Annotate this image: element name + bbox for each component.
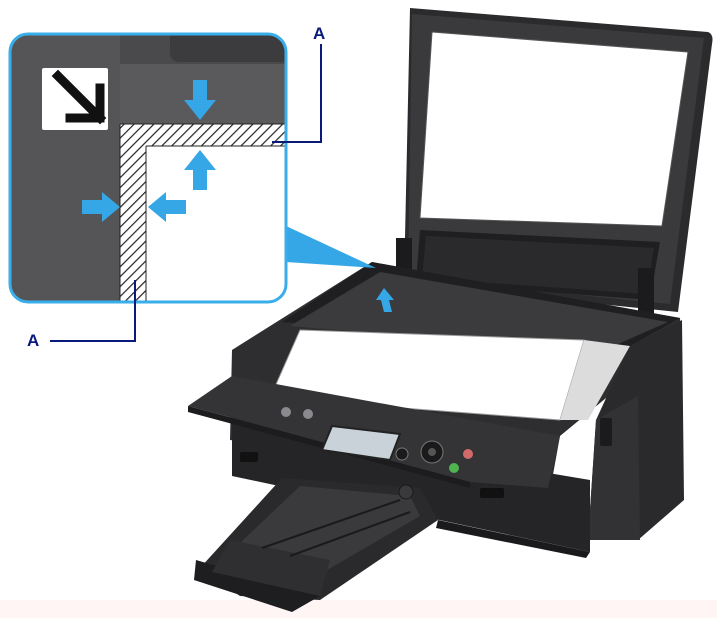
paper-area <box>146 146 286 302</box>
scanner-lid <box>396 8 713 318</box>
blue-arrow-icon <box>148 192 186 222</box>
stop-button-icon <box>463 449 473 459</box>
output-tray <box>194 478 590 612</box>
bottom-band <box>0 600 717 618</box>
magnified-callout <box>8 32 288 304</box>
printer-body <box>230 262 684 552</box>
label-a-top-leader <box>272 44 322 143</box>
start-button-icon <box>449 463 459 473</box>
label-a-bottom-leader <box>50 280 136 342</box>
printer-illustration <box>188 8 713 612</box>
label-a-bottom: A <box>27 331 40 350</box>
diagonal-arrow-icon <box>42 68 108 130</box>
callout-pointer <box>286 226 376 268</box>
callout-border <box>8 32 288 304</box>
glass-corner-arrow-icon <box>376 288 394 312</box>
home-button-icon <box>303 409 313 419</box>
blue-arrow-icon <box>82 192 120 222</box>
power-button-icon <box>281 407 291 417</box>
blue-arrow-icon <box>184 150 216 190</box>
blue-arrow-icon <box>184 80 216 120</box>
operation-panel <box>188 376 560 488</box>
lcd-screen-icon <box>320 424 402 462</box>
label-a-top: A <box>313 24 326 43</box>
